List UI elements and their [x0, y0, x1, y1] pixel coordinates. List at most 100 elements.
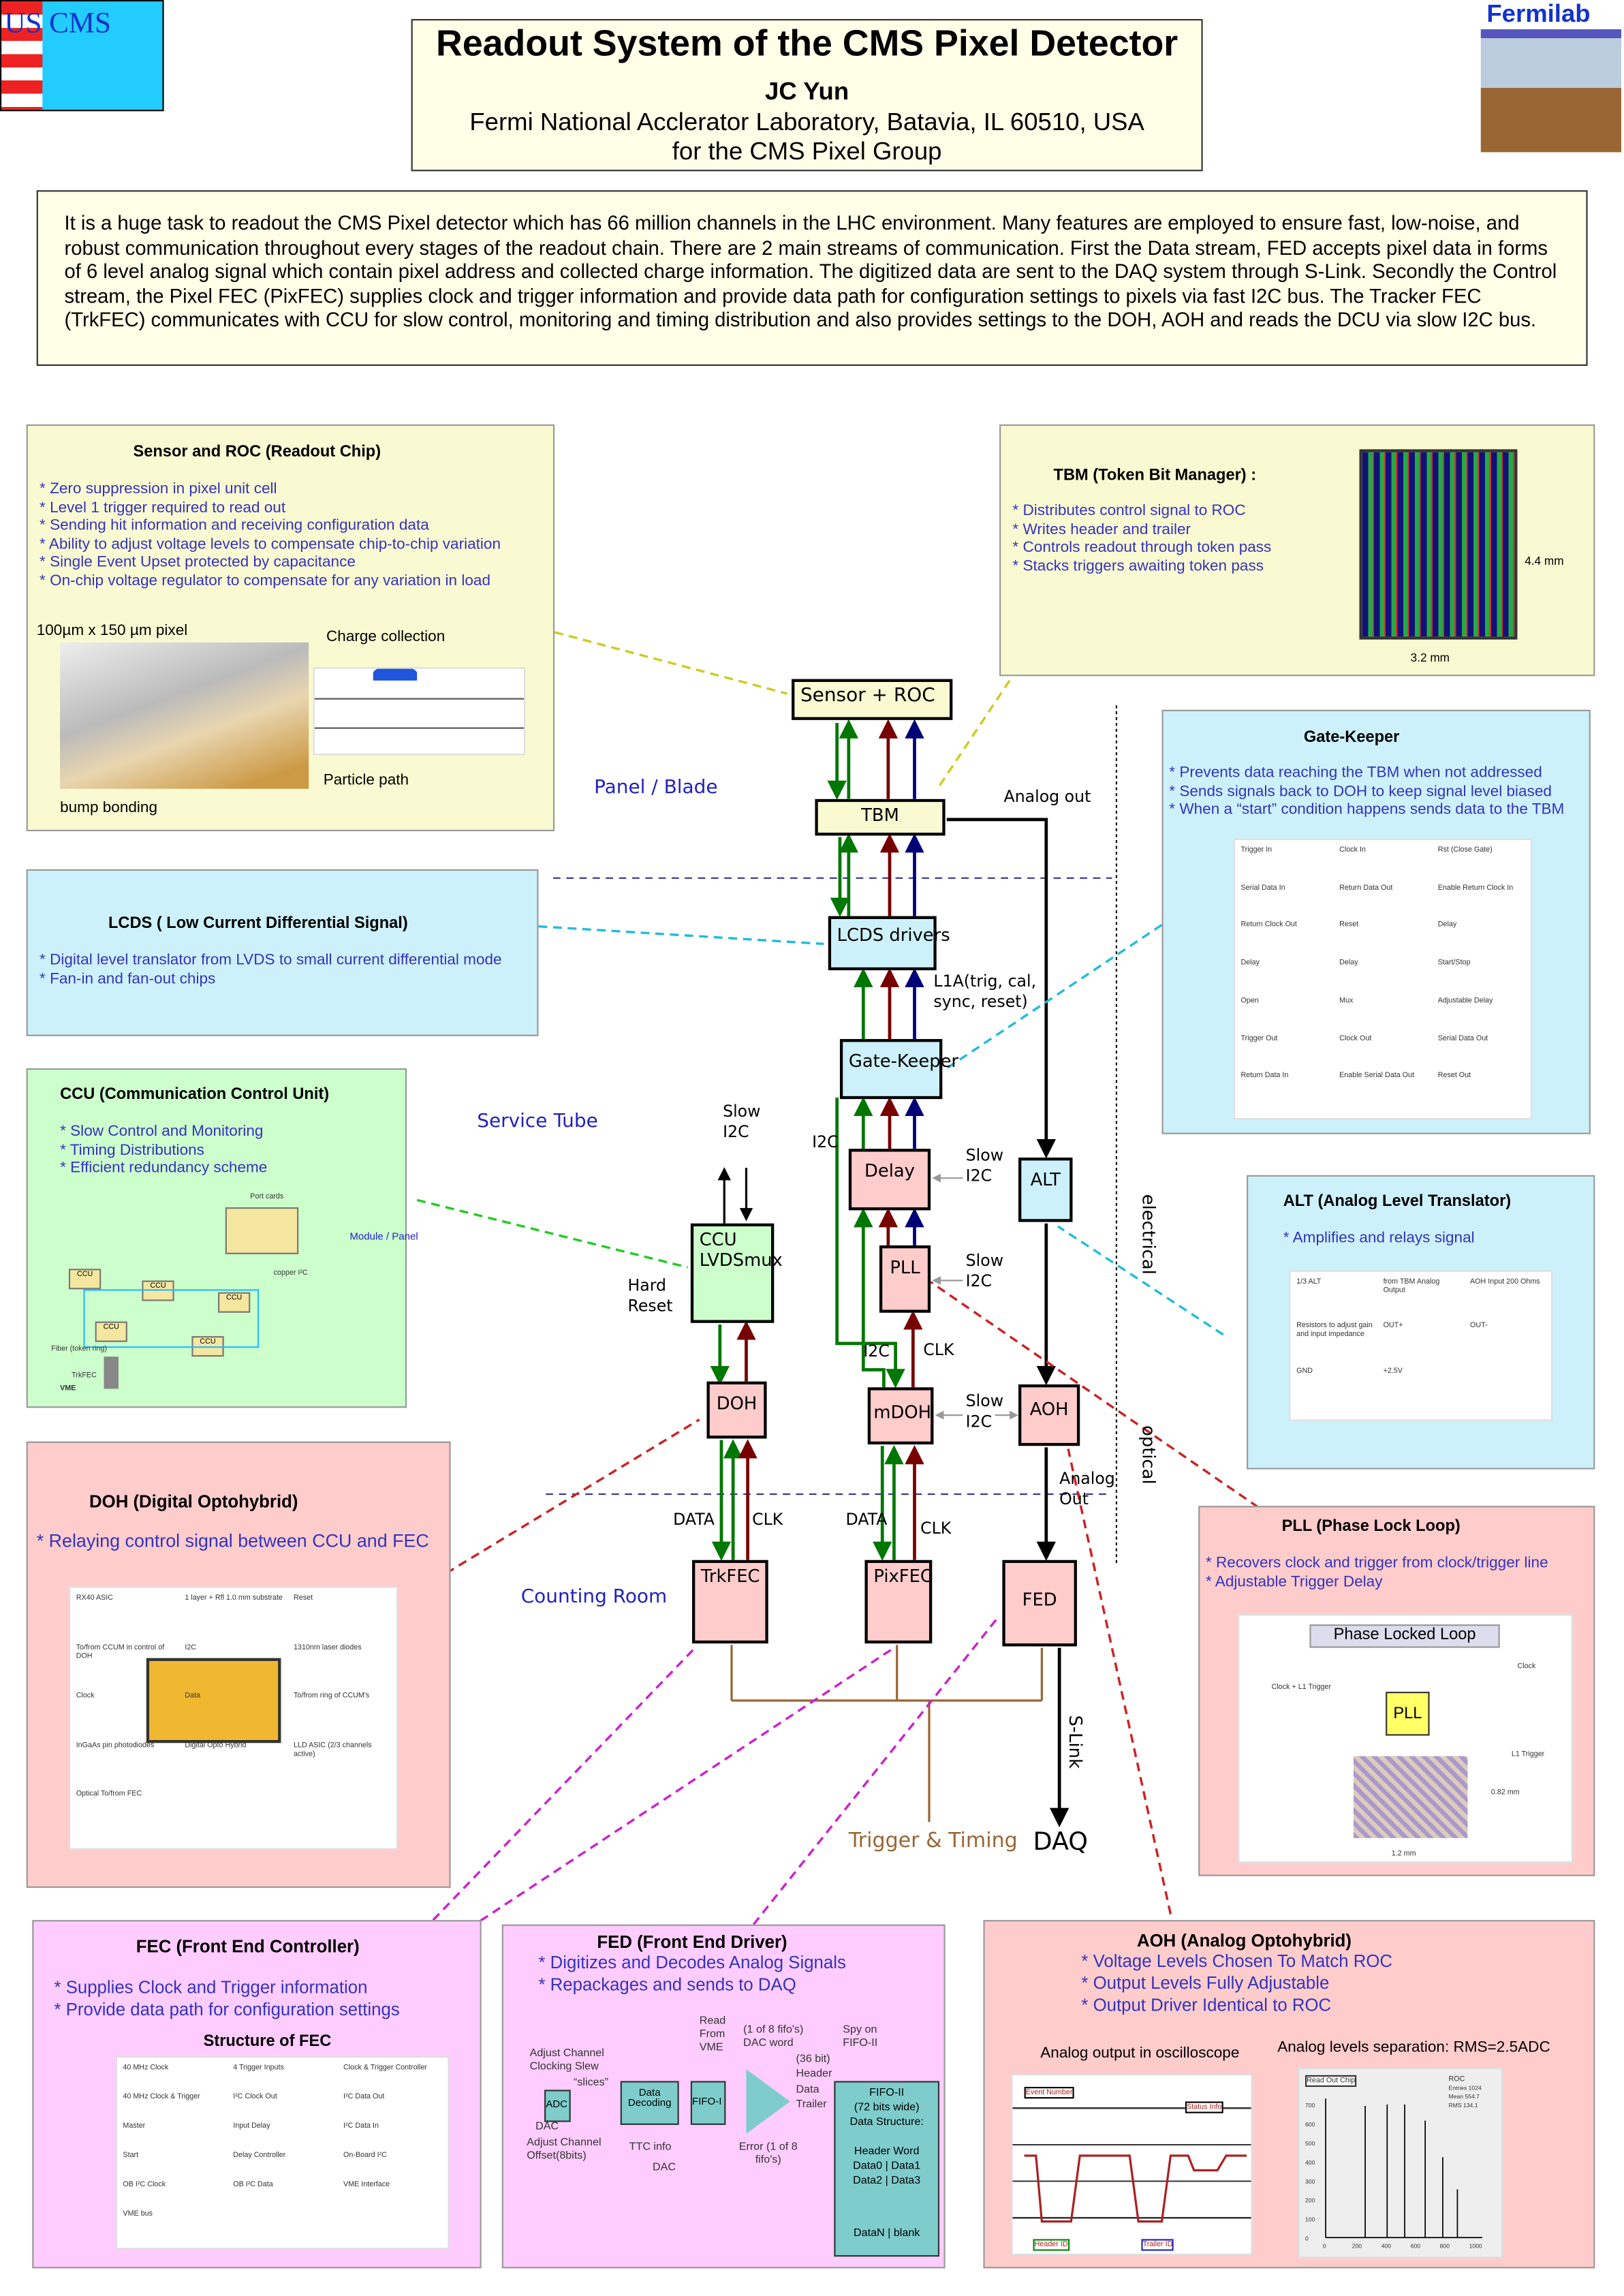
bullet-list: Distributes control signal to ROCWrites … — [1012, 502, 1271, 576]
label-slow-i2c: Slow I2C — [965, 1251, 1004, 1291]
figure-title: Structure of FEC — [203, 2032, 332, 2051]
particle-label: Particle path — [323, 771, 409, 789]
panel-fed: FED (Front End Driver) Digitizes and Dec… — [501, 1924, 946, 2269]
fig-label: I2C — [185, 1643, 197, 1652]
panel-title: LCDS ( Low Current Differential Signal) — [108, 914, 408, 933]
fig-label: VME Interface — [343, 2180, 390, 2190]
hist-xtick: 400 — [1381, 2241, 1392, 2250]
scope-tag: Status Info — [1185, 2101, 1223, 2113]
hist-xtick: 1000 — [1469, 2241, 1482, 2250]
bullet-list: Supplies Clock and Trigger informationPr… — [54, 1977, 400, 2021]
fig-label: VME bus — [123, 2209, 153, 2219]
section-dividers — [546, 877, 1112, 1495]
bullet-item: Sends signals back to DOH to keep signal… — [1169, 782, 1564, 801]
block-delay[interactable]: Delay — [848, 1149, 931, 1211]
uscms-logo: US CMS — [0, 0, 164, 112]
bullet-item: Digitizes and Decodes Analog Signals — [538, 1952, 846, 1974]
bullet-item: Timing Distributions — [60, 1141, 267, 1160]
scope-tag: Event Number — [1024, 2087, 1074, 2099]
fig-label: OB I²C Clock — [123, 2180, 166, 2190]
fig-label: Clock Out — [1339, 1034, 1372, 1043]
fig-label: Read From VME — [699, 2013, 726, 2053]
fig-label: Reset — [294, 1594, 313, 1603]
fig-label: Start — [123, 2151, 139, 2160]
ccu-node: CCU — [95, 1321, 127, 1342]
block-pixfec[interactable]: PixFEC — [864, 1560, 933, 1644]
bullet-list: Slow Control and MonitoringTiming Distri… — [60, 1123, 268, 1178]
label-clk: CLK — [920, 1519, 952, 1538]
block-aoh[interactable]: AOH — [1018, 1384, 1080, 1446]
block-sensor-roc[interactable]: Sensor + ROC — [792, 679, 953, 720]
fig-label: Delay — [1437, 920, 1457, 930]
hist-ytick: 200 — [1305, 2197, 1315, 2204]
fig-label: 1 layer + Rfl 1.0 mm substrate — [185, 1594, 283, 1603]
fig-label: Clock In — [1339, 846, 1366, 855]
fig-label: Resistors to adjust gain and input imped… — [1296, 1322, 1373, 1340]
fig-label: Header Word — [854, 2143, 920, 2158]
panel-title: CCU (Communication Control Unit) — [60, 1085, 330, 1104]
panel-doh: DOH (Digital Optohybrid) Relaying contro… — [26, 1441, 451, 1888]
panel-pll: PLL (Phase Lock Loop) Recovers clock and… — [1198, 1506, 1595, 1876]
bump-label: bump bonding — [60, 798, 158, 817]
hist-ytick: 100 — [1305, 2216, 1315, 2223]
fig-label: DAC — [653, 2160, 676, 2173]
hist-peaks — [1325, 2098, 1482, 2239]
bullet-item: Sending hit information and receiving co… — [40, 517, 501, 536]
dim-width: 3.2 mm — [1410, 651, 1450, 665]
panel-title: TBM (Token Bit Manager) : — [1053, 467, 1257, 484]
block-tbm[interactable]: TBM — [815, 798, 946, 836]
bullet-item: Provide data path for configuration sett… — [54, 1999, 400, 2021]
hist-ytick: 400 — [1305, 2158, 1315, 2167]
fig-label: TrkFEC — [72, 1371, 97, 1380]
block-lcds-drivers[interactable]: LCDS drivers — [828, 916, 950, 971]
bullet-item: Prevents data reaching the TBM when not … — [1169, 764, 1564, 782]
label-slow-i2c: Slow I2C — [723, 1102, 761, 1142]
block-pll[interactable]: PLL — [879, 1245, 931, 1313]
block-doh[interactable]: DOH — [706, 1381, 767, 1439]
fig-label: DataN | blank — [854, 2226, 920, 2239]
fig-label: “slices” — [574, 2075, 609, 2089]
fig-label: InGaAs pin photodiodes — [76, 1741, 155, 1750]
fig-label: from TBM Analog Output — [1383, 1277, 1440, 1295]
fig-label: To/from CCUM in control of DOH — [76, 1643, 165, 1661]
block-fed[interactable]: FED — [1002, 1560, 1077, 1647]
abstract-box: It is a huge task to readout the CMS Pix… — [36, 190, 1588, 366]
scope-tag: Trailer ID — [1141, 2239, 1174, 2251]
block-ccu-lvdsmux[interactable]: CCU LVDSmux — [690, 1223, 783, 1323]
fig-label: OB I²C Data — [233, 2180, 273, 2190]
block-alt[interactable]: ALT — [1018, 1158, 1073, 1222]
title-box: Readout System of the CMS Pixel Detector… — [411, 18, 1203, 172]
callout-lines — [416, 631, 1260, 1930]
fig-label: 4 Trigger Inputs — [233, 2063, 284, 2073]
ccu-node: CCU — [68, 1269, 102, 1290]
bullet-item: Voltage Levels Chosen To Match ROC — [1081, 1951, 1392, 1972]
author: JC Yun — [765, 77, 849, 106]
block-mdoh[interactable]: mDOH — [867, 1387, 934, 1445]
panel-title: Sensor and ROC (Readout Chip) — [133, 443, 381, 461]
fig-label: 40 MHz Clock — [123, 2063, 169, 2073]
bullet-item: Zero suppression in pixel unit cell — [40, 480, 501, 499]
bullet-item: Fan-in and fan-out chips — [40, 969, 502, 988]
panel-aoh: AOH (Analog Optohybrid) Voltage Levels C… — [983, 1920, 1595, 2269]
fig-label: Data — [185, 1692, 201, 1701]
fig-label: TTC info — [629, 2139, 672, 2153]
fig-label: 40 MHz Clock & Trigger — [123, 2092, 200, 2102]
hist-stat: Mean 554.7 — [1448, 2092, 1480, 2100]
section-counting-room: Counting Room — [520, 1586, 668, 1609]
levels-label: Analog levels separation: RMS=2.5ADC — [1277, 2038, 1550, 2056]
hist-xtick: 800 — [1439, 2241, 1450, 2250]
fig-label: (72 bits wide) — [854, 2100, 920, 2113]
fig-label: Clock & Trigger Controller — [343, 2063, 428, 2073]
fig-label: (36 bit) — [796, 2051, 830, 2065]
block-trkfec[interactable]: TrkFEC — [692, 1560, 768, 1644]
label-data: DATA — [845, 1510, 888, 1530]
fig-label: Digital Opto Hybrid — [185, 1741, 247, 1750]
fig-label: 1.2 mm — [1391, 1850, 1416, 1859]
fig-label: Open — [1240, 996, 1259, 1006]
fig-label: copper I²C — [273, 1269, 308, 1278]
fig-label: Delay — [1240, 959, 1260, 968]
block-gate-keeper[interactable]: Gate-Keeper — [839, 1039, 958, 1100]
